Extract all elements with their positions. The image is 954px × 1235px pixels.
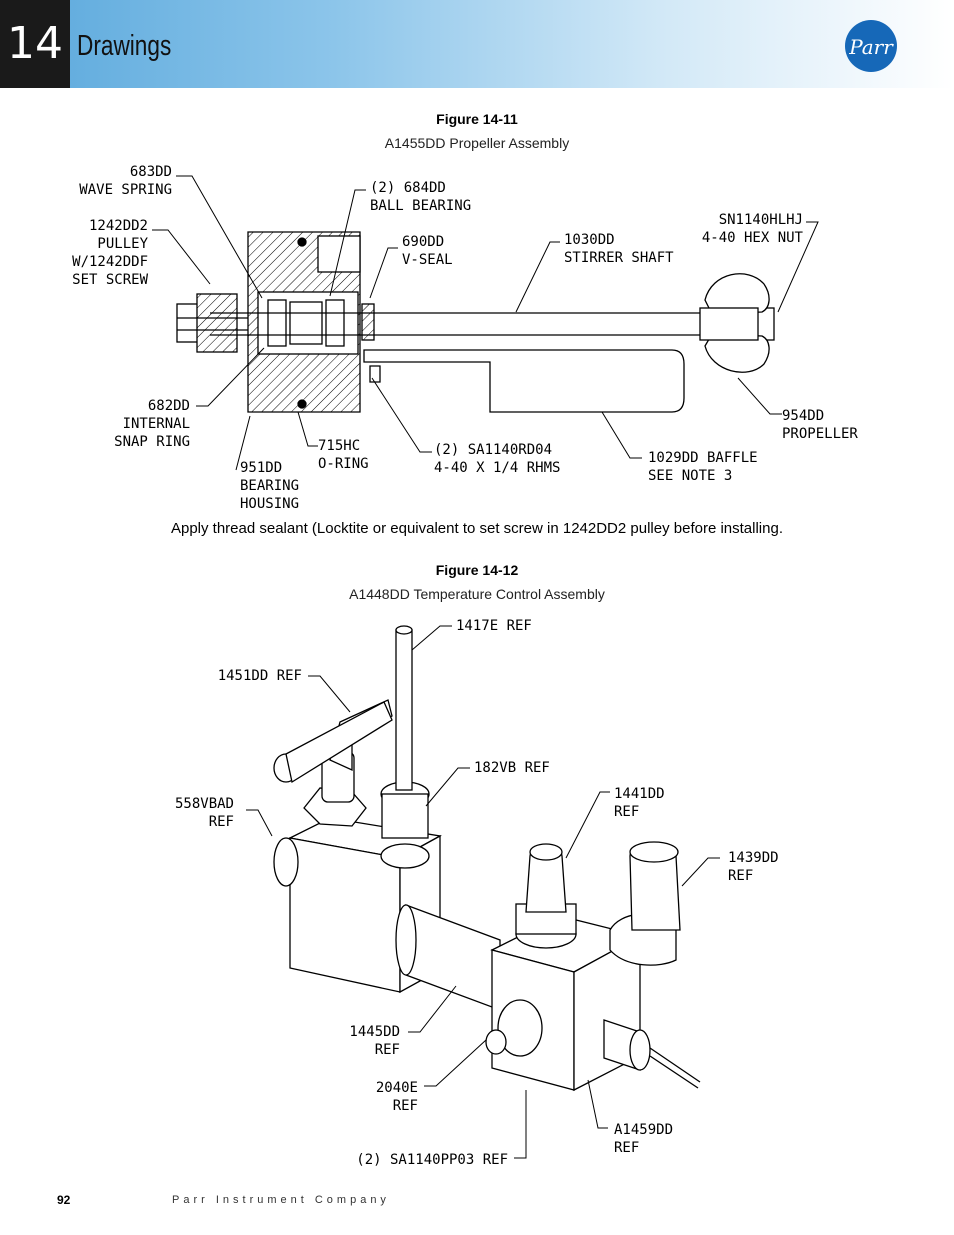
page-number: 92 [57, 1193, 71, 1207]
callout-1417e: 1417E REF [456, 618, 532, 634]
callout-1451dd: 1451DD REF [218, 668, 302, 684]
parr-logo: Parr [845, 20, 897, 72]
bearing-housing-part [247, 231, 361, 413]
company-name: Parr Instrument Company [172, 1194, 390, 1206]
figure-2-label: Figure 14-12 [435, 562, 519, 578]
chapter-title: Drawings [77, 30, 172, 62]
figure-1-label: Figure 14-11 [436, 111, 518, 127]
callout-182vb: 182VB REF [474, 760, 550, 776]
logo-text: Parr [848, 35, 894, 59]
callout-sa1140pp03: (2) SA1140PP03 REF [356, 1152, 508, 1168]
baffle-part [363, 349, 685, 413]
pulley-part [176, 293, 250, 353]
chapter-number: 14 [0, 0, 70, 88]
figure-2-subtitle: A1448DD Temperature Control Assembly [349, 586, 605, 602]
connecting-tube-part [395, 904, 501, 1011]
figure-1-subtitle: A1455DD Propeller Assembly [384, 135, 570, 151]
chapter-header: 14 Drawings Parr [0, 0, 954, 88]
thread-sealant-note: Apply thread sealant (Locktite or equiva… [170, 520, 783, 537]
